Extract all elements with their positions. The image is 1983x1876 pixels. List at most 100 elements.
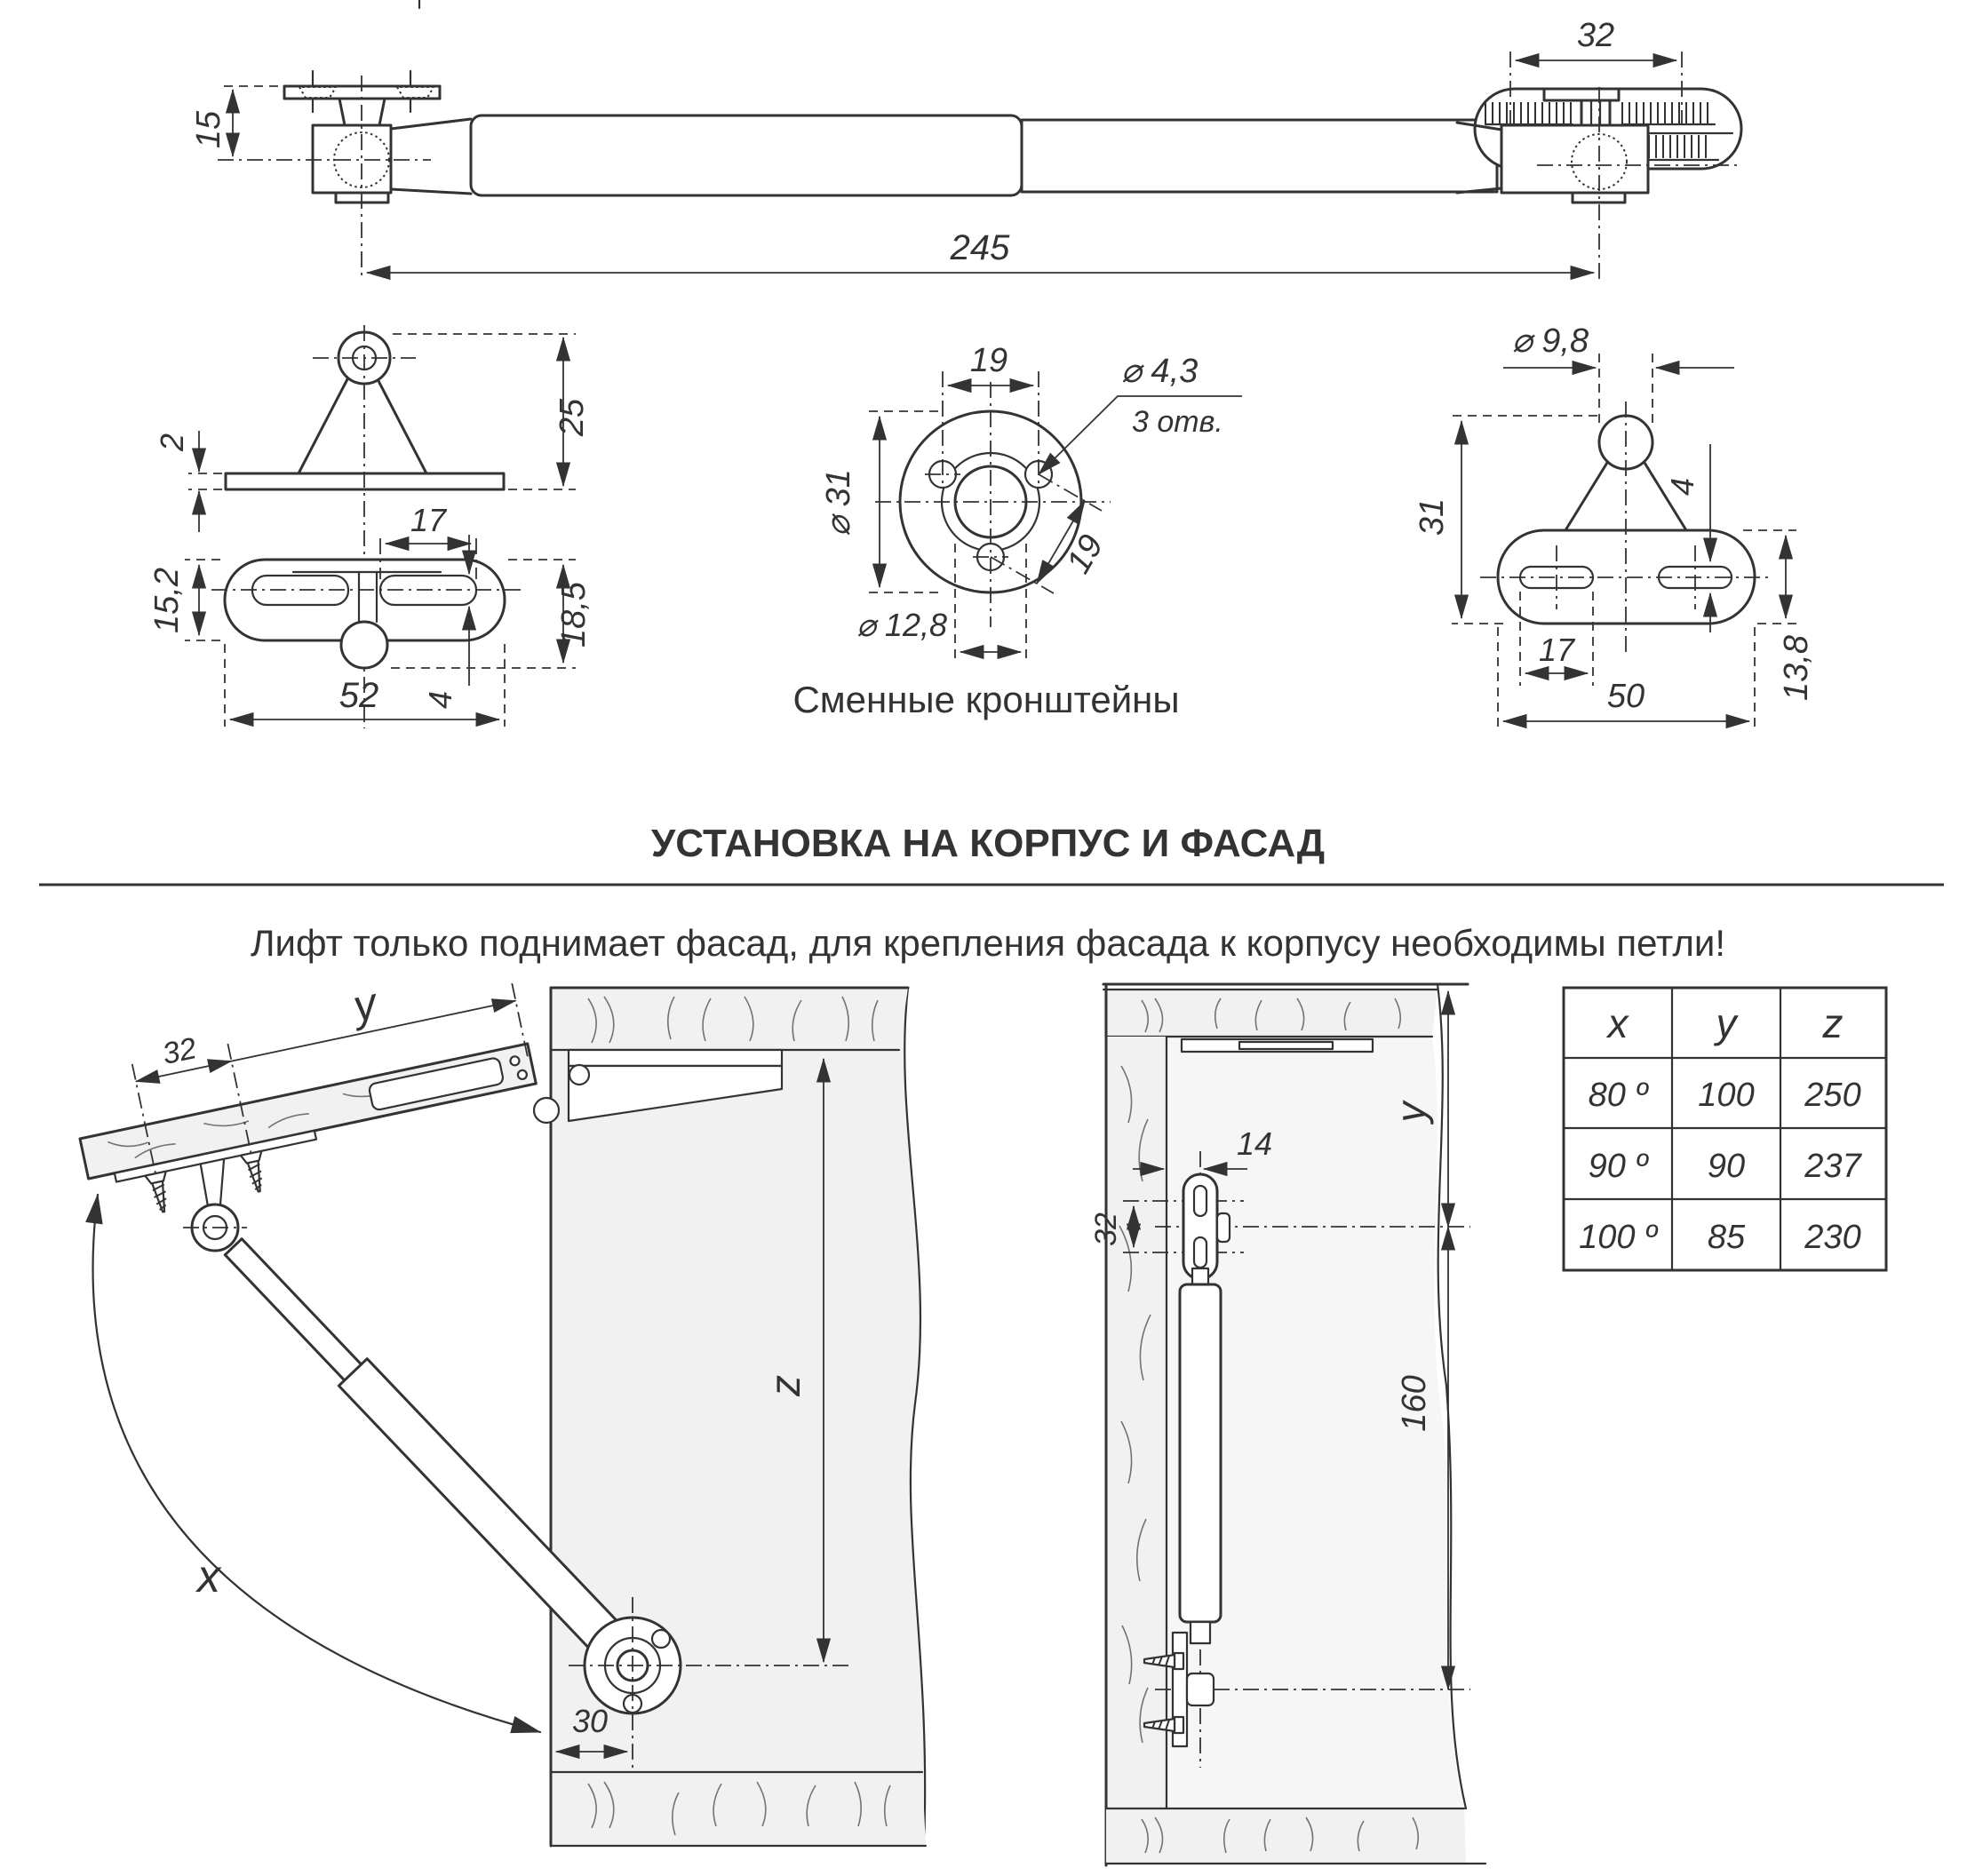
dim-245-label: 245 — [950, 228, 1010, 267]
cell-z: 250 — [1804, 1077, 1860, 1114]
hinge-plate-inner — [1238, 1040, 1334, 1051]
dim-31-label: 31 — [1414, 498, 1451, 536]
table-header-z: z — [1822, 1000, 1844, 1046]
dim-32-open-label: 32 — [160, 1031, 200, 1071]
lift-right-end — [1455, 52, 1743, 281]
screw — [1143, 1715, 1185, 1735]
dim-15-2-label: 15,2 — [148, 568, 186, 633]
table-header-y: y — [1714, 1000, 1740, 1046]
open-dim-30: 30 — [554, 1703, 629, 1760]
dim-4-side-label: 4 — [1664, 478, 1700, 496]
dim-30-label: 30 — [572, 1703, 608, 1739]
note-text: Лифт только поднимает фасад, для креплен… — [251, 922, 1725, 964]
dim-2-label: 2 — [154, 433, 190, 452]
lift-rod — [1020, 118, 1499, 194]
closed-dim-14: 14 — [1133, 1125, 1272, 1177]
side-bracket-dim-17: 17 — [1519, 592, 1594, 686]
dim-13-8-label: 13,8 — [1778, 635, 1815, 701]
round-bracket-view: 19 ⌀ 4,3 3 отв. ⌀ 31 ⌀ 12,8 19 — [820, 342, 1242, 661]
dim-z-label: z — [762, 1375, 809, 1397]
open-position-view: z — [78, 977, 928, 1848]
dim-x-label: x — [195, 1551, 222, 1602]
dim-50-label: 50 — [1607, 678, 1645, 715]
facade-bracket-dim-52: 52 — [224, 644, 506, 727]
dim-17-side-label: 17 — [1539, 632, 1576, 668]
lift-cylinder-body — [469, 114, 1023, 197]
dim-32-label: 32 — [1577, 17, 1614, 54]
round-bracket-dim-31: ⌀ 31 — [820, 410, 944, 593]
cabinet-bottom-panel — [549, 1770, 928, 1848]
opening-angle-arc: x — [85, 1193, 542, 1734]
cell-angle: 90 º — [1589, 1148, 1650, 1185]
dim-18-5-label: 18,5 — [555, 581, 593, 648]
round-bracket-hole-callout: ⌀ 4,3 3 отв. — [1038, 353, 1242, 475]
closed-dim-32: 32 — [1089, 1204, 1142, 1249]
gas-lift-drawing: 15 32 245 — [190, 0, 1743, 281]
side-mount-bracket — [569, 1597, 853, 1768]
holes-count-label: 3 отв. — [1132, 405, 1223, 439]
facade-bracket-plate — [113, 1129, 318, 1183]
gas-strut-closed — [1123, 1151, 1470, 1768]
dim-25-label: 25 — [553, 398, 591, 437]
facade-bracket-dim-15-2: 15,2 — [148, 559, 220, 641]
brackets-caption: Сменные кронштейны — [792, 679, 1179, 720]
side-bracket-dim-4: 4 — [1664, 444, 1718, 632]
table-row: 80 º 100 250 — [1589, 1077, 1861, 1114]
side-bracket-dim-31: 31 — [1414, 415, 1597, 624]
facade-bracket-dim-4: 4 — [422, 535, 477, 709]
side-bracket-dim-50: 50 — [1497, 627, 1756, 730]
cabinet-break-edge — [904, 986, 927, 1848]
dim-d9-8-label: ⌀ 9,8 — [1512, 322, 1589, 360]
table-row: 90 º 90 237 — [1589, 1148, 1863, 1185]
side-bracket-view: ⌀ 9,8 31 4 17 50 — [1414, 322, 1815, 730]
xyz-table: x y z 80 º 100 250 90 º 90 237 100 º 85 … — [1562, 986, 1888, 1272]
lift-dim-32: 32 — [1514, 17, 1678, 68]
dim-y-open-label: y — [346, 977, 384, 1031]
closed-facade-strip — [1104, 982, 1168, 1867]
cell-angle: 80 º — [1589, 1077, 1650, 1114]
lift-left-end — [218, 69, 473, 281]
cell-angle: 100 º — [1579, 1219, 1659, 1256]
closed-dim-y-160: y 160 — [1388, 990, 1456, 1691]
dim-160-label: 160 — [1396, 1375, 1433, 1431]
facade-bracket-views: 2 25 17 15,2 — [148, 325, 593, 728]
facade-bracket-dim-17: 17 — [379, 502, 477, 579]
cell-y: 90 — [1708, 1148, 1745, 1185]
dim-32-closed-label: 32 — [1089, 1212, 1123, 1246]
side-bracket-dim-9-8: ⌀ 9,8 — [1503, 322, 1734, 425]
facade-bracket-dim-18-5: 18,5 — [391, 559, 593, 669]
cell-y: 100 — [1698, 1077, 1754, 1114]
closed-bottom-panel — [1104, 1807, 1487, 1865]
facade-pivot — [183, 1158, 247, 1252]
dim-y-closed-label: y — [1388, 1100, 1434, 1125]
dim-19-top-label: 19 — [970, 342, 1007, 379]
dim-15-label: 15 — [190, 110, 227, 148]
round-bracket-dim-12-8: ⌀ 12,8 — [856, 544, 1027, 661]
dim-52-label: 52 — [339, 676, 379, 715]
hinge-assembly — [532, 1048, 784, 1125]
closed-top-panel — [1102, 982, 1469, 1038]
side-face — [1167, 1037, 1464, 1808]
facade-board: 32 y — [78, 977, 538, 1213]
cabinet-top-panel — [549, 986, 910, 1052]
dim-17-label: 17 — [410, 502, 448, 538]
dim-4-label: 4 — [422, 691, 458, 709]
screw — [227, 1043, 263, 1193]
cell-y: 85 — [1708, 1219, 1746, 1256]
cell-z: 237 — [1804, 1148, 1862, 1185]
side-bracket-dim-13-8: 13,8 — [1743, 529, 1815, 701]
table-row: 100 º 85 230 — [1579, 1219, 1861, 1256]
closed-position-view: 32 14 y 160 — [1089, 982, 1487, 1867]
hole-diameter-label: ⌀ 4,3 — [1121, 353, 1198, 390]
dim-d31-label: ⌀ 31 — [820, 469, 857, 537]
dim-14-label: 14 — [1237, 1125, 1272, 1162]
lift-dim-245: 245 — [365, 228, 1596, 281]
screw — [1143, 1651, 1185, 1671]
section-title: УСТАНОВКА НА КОРПУС И ФАСАД — [651, 822, 1325, 865]
table-header-x: x — [1606, 1000, 1630, 1046]
hinge-cup-recess — [368, 1057, 505, 1111]
facade-bracket-dim-25: 25 — [393, 333, 591, 490]
lift-dim-15: 15 — [190, 85, 283, 158]
cell-z: 230 — [1804, 1219, 1860, 1256]
